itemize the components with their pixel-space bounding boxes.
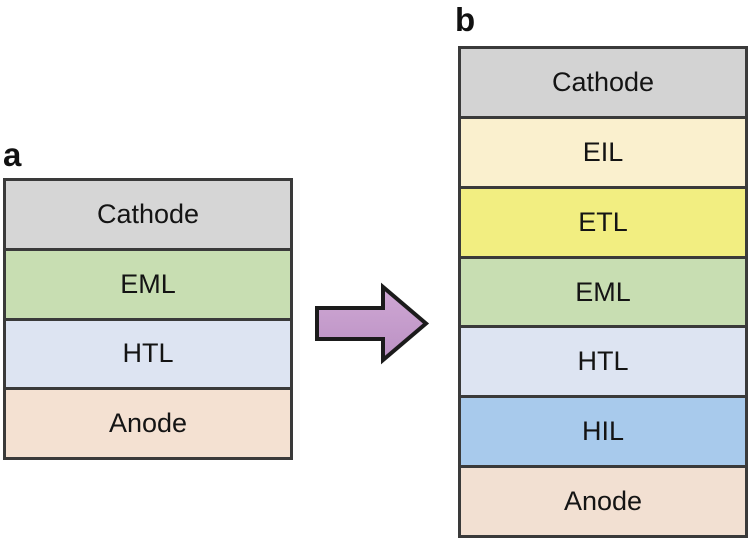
layer-b-htl: HTL xyxy=(461,328,745,399)
layer-b-eil: EIL xyxy=(461,118,745,189)
device-stack-a: Cathode EML HTL Anode xyxy=(3,178,293,460)
layer-b-eml: EML xyxy=(461,258,745,329)
layer-label-etl: ETL xyxy=(578,206,628,237)
layer-label-anode: Anode xyxy=(563,486,643,517)
layer-label-cathode: Cathode xyxy=(551,66,655,97)
layer-a-anode: Anode xyxy=(6,390,290,457)
layer-label-eil: EIL xyxy=(582,136,624,167)
device-stack-b: Cathode EIL ETL EML HTL HIL Anode xyxy=(458,46,748,538)
layer-label-anode: Anode xyxy=(108,408,188,439)
layer-b-etl: ETL xyxy=(461,188,745,259)
layer-b-cathode: Cathode xyxy=(461,49,745,119)
layer-b-hil: HIL xyxy=(461,398,745,469)
layer-a-cathode: Cathode xyxy=(6,181,290,251)
layer-label-eml: EML xyxy=(120,268,176,299)
layer-label-hil: HIL xyxy=(581,416,625,447)
panel-letter-b: b xyxy=(455,1,476,38)
layer-label-htl: HTL xyxy=(122,338,174,369)
layer-a-htl: HTL xyxy=(6,320,290,391)
panel-letter-a: a xyxy=(3,136,22,173)
layer-b-anode: Anode xyxy=(461,468,745,536)
layer-a-eml: EML xyxy=(6,250,290,321)
layer-label-eml: EML xyxy=(575,276,631,307)
right-arrow-icon xyxy=(315,282,430,365)
layer-label-cathode: Cathode xyxy=(96,198,200,229)
layer-label-htl: HTL xyxy=(577,346,629,377)
transition-arrow xyxy=(313,281,430,366)
